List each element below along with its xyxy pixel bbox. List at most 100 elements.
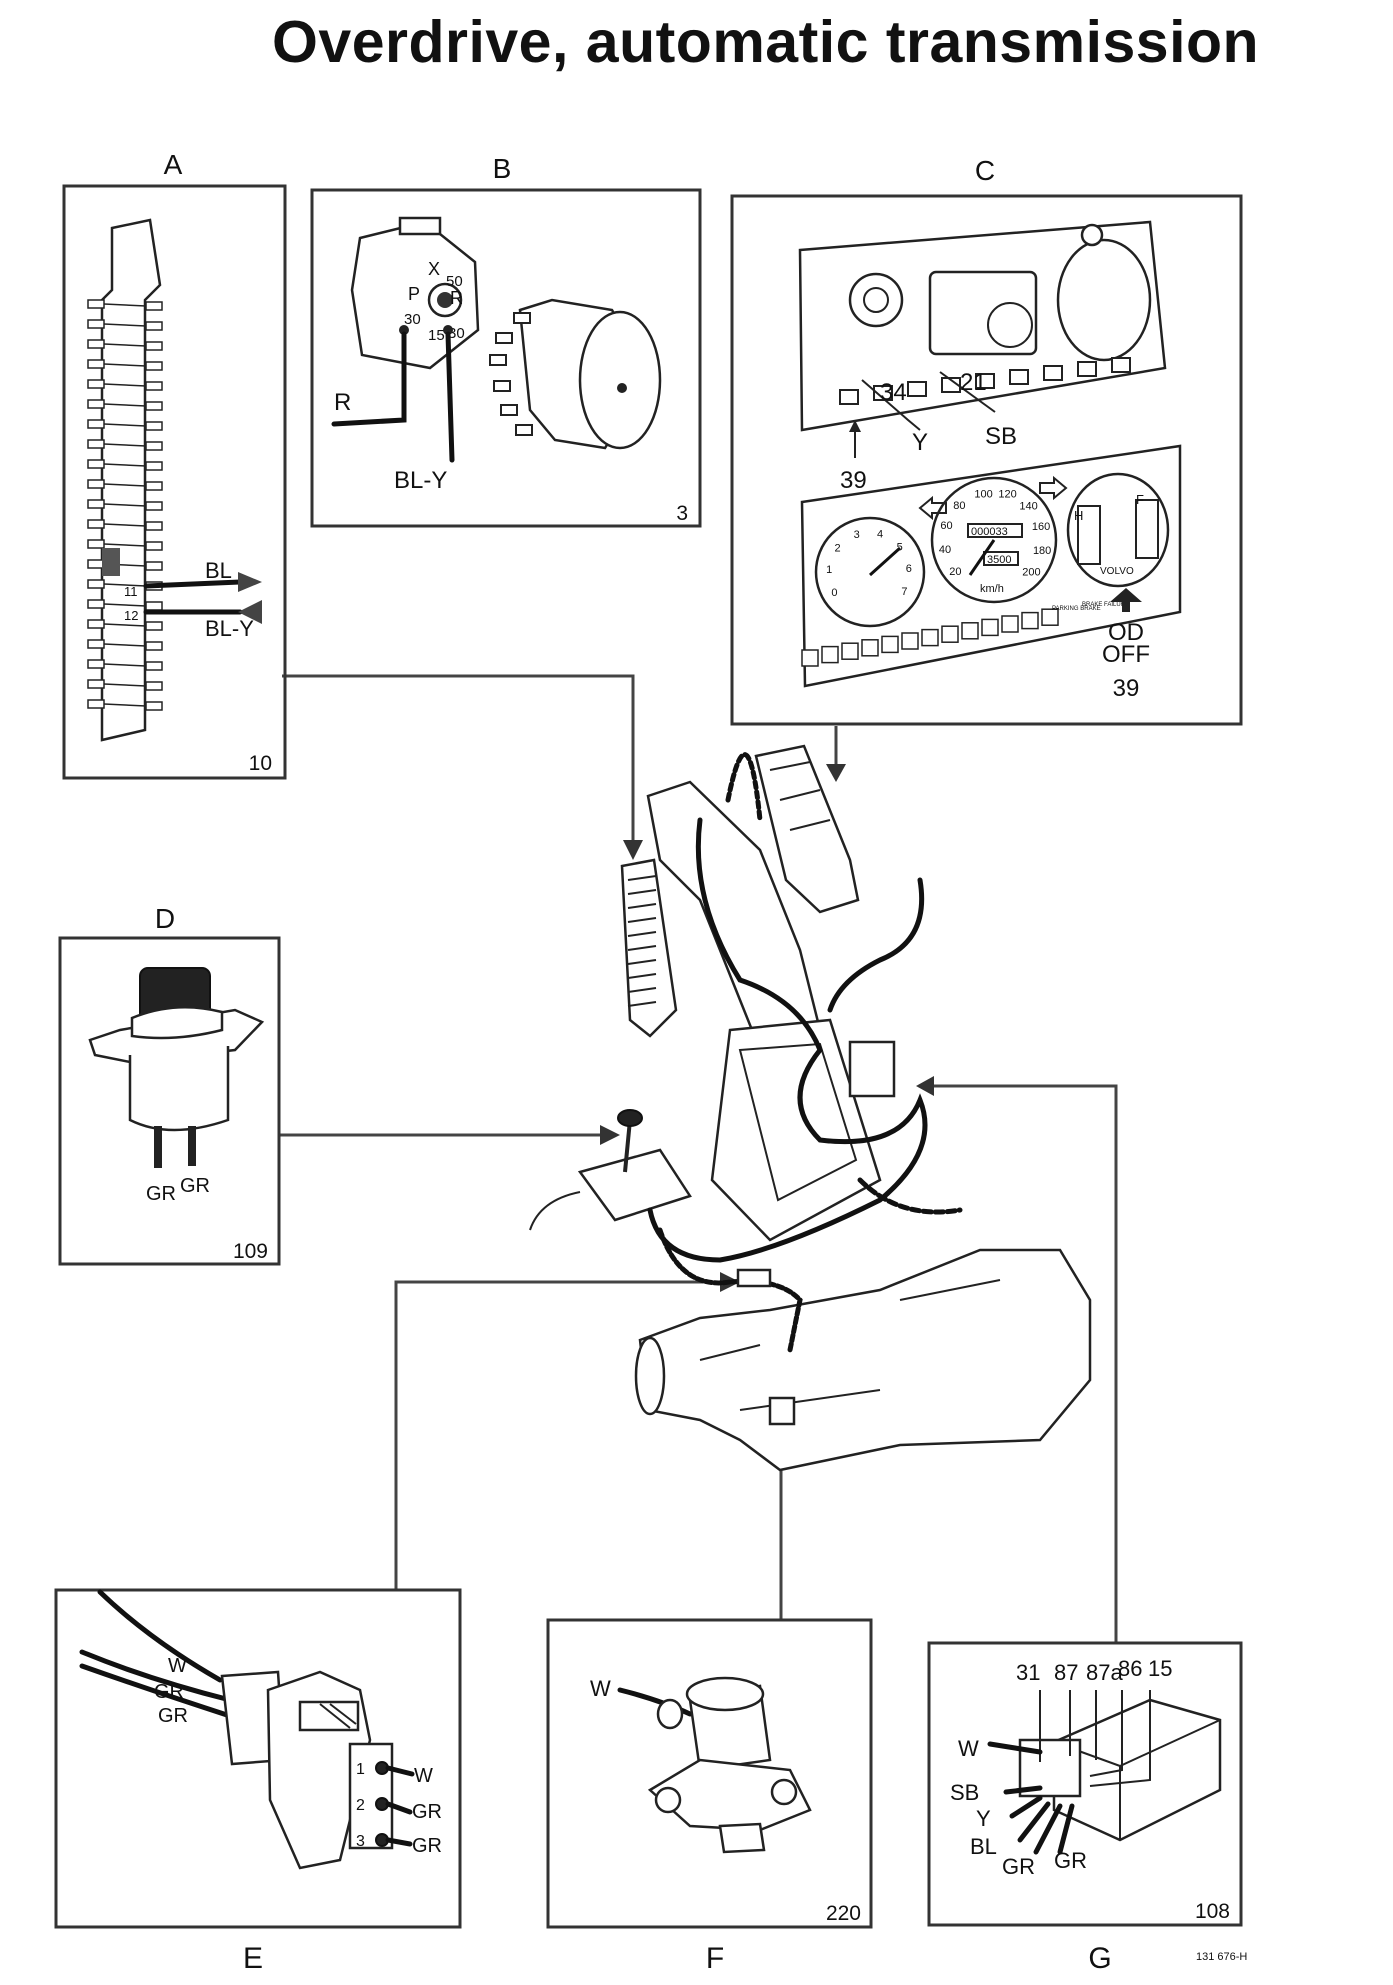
svg-text:50: 50 (446, 273, 463, 290)
wire-label-gr-2: GR (1054, 1848, 1087, 1873)
panel-a-letter: A (164, 149, 183, 180)
wire-label-y: Y (976, 1806, 991, 1831)
reference-code: 131 676-H (1196, 1951, 1247, 1963)
wire-label-bl-y: BL-Y (205, 616, 254, 641)
tach-tick-label: 2 (834, 542, 840, 554)
speed-tick-label: 100 (974, 488, 992, 500)
wire-num-39: 39 (840, 467, 867, 494)
tach-tick-label: 3 (854, 529, 860, 541)
center-console (710, 1018, 882, 1242)
od-solenoid (647, 1676, 812, 1854)
tach-tick-label: 4 (877, 529, 883, 541)
svg-text:15: 15 (428, 327, 445, 344)
transmission (638, 1248, 1092, 1472)
speed-tick-label: 160 (1032, 521, 1050, 533)
fuse-pin-11: 11 (124, 584, 138, 599)
panel-a: A 10 11 12 BL BL-Y (62, 149, 287, 780)
wire-label-gr-1: GR (1002, 1854, 1035, 1879)
speed-tick-label: 200 (1022, 566, 1040, 578)
wire-label-gr-in-1: GR (154, 1681, 184, 1703)
speed-tick-label: 80 (953, 500, 965, 512)
pin-3: 3 (356, 1833, 365, 1850)
trip-reading: 3500 (987, 554, 1011, 566)
od-label: OD (1108, 619, 1144, 646)
wire-label-gr-out-1: GR (412, 1801, 442, 1823)
od-relay (1018, 1690, 1222, 1842)
fuse-box (87, 218, 163, 742)
panel-c-letter: C (975, 155, 995, 186)
wire-label-bl-y: BL-Y (394, 467, 447, 494)
panel-f: F 220 W (546, 1618, 873, 1975)
wire-label-bl: BL (970, 1834, 997, 1859)
wire-label-sb: SB (985, 423, 1017, 450)
panel-b-letter: B (493, 153, 512, 184)
speed-tick-label: 20 (949, 566, 961, 578)
center-assembly (529, 744, 1092, 1472)
panel-d-letter: D (155, 903, 175, 934)
panel-b: B 3 X 50 P R 30 15 30 R BL-Y (310, 153, 702, 528)
tach-tick-label: 7 (901, 586, 907, 598)
wire-label-sb: SB (950, 1780, 979, 1805)
svg-text:P: P (408, 284, 420, 304)
gear-selector (577, 1148, 692, 1222)
wire-label-gr-in-2: GR (158, 1705, 188, 1727)
speed-tick-label: 120 (998, 489, 1016, 501)
pin-1: 1 (356, 1761, 365, 1778)
svg-text:F: F (1136, 492, 1144, 507)
tach-tick-label: 6 (906, 563, 912, 575)
ignition-switch: X 50 P R 30 15 30 (350, 216, 480, 370)
panel-g-number: 108 (1195, 1900, 1230, 1923)
connector-lines (280, 674, 1118, 1643)
wire-label-w-in: W (168, 1655, 187, 1677)
pin-2: 2 (356, 1797, 365, 1814)
wire-label-gr-2: GR (180, 1175, 210, 1197)
panel-d-number: 109 (233, 1240, 268, 1263)
tachometer (814, 516, 926, 628)
od-switch (88, 967, 265, 1168)
panel-g: G 108 31 87 87a 86 15 W SB Y BL GR GR (927, 1641, 1243, 1975)
page-title: Overdrive, automatic transmission (272, 9, 1260, 75)
instrument-back (798, 220, 1167, 432)
brand-label: VOLVO (1100, 566, 1134, 577)
wire-label-gr-1: GR (146, 1183, 176, 1205)
svg-text:X: X (428, 259, 440, 279)
speed-unit: km/h (980, 583, 1004, 595)
svg-text:BRAKE FAILURE: BRAKE FAILURE (1082, 602, 1129, 608)
panel-f-letter: F (706, 1942, 724, 1975)
connector-e (220, 1670, 394, 1870)
panel-a-number: 10 (249, 752, 272, 775)
terminal-87: 87 (1054, 1660, 1078, 1685)
svg-text:R: R (450, 288, 463, 308)
terminal-87a: 87a (1086, 1660, 1123, 1685)
panel-d: D 109 GR GR (58, 903, 281, 1266)
wire-num-34: 34 (880, 379, 907, 406)
relay-center (848, 1040, 896, 1098)
speed-tick-label: 180 (1033, 545, 1051, 557)
speed-tick-label: 40 (939, 544, 951, 556)
wire-num-21: 21 (960, 369, 987, 396)
tach-tick-label: 5 (897, 541, 903, 553)
terminal-31: 31 (1016, 1660, 1040, 1685)
wire-label-r: R (334, 389, 351, 416)
svg-text:H: H (1074, 508, 1083, 523)
wire-label-y: Y (912, 429, 928, 456)
fuse-pin-12: 12 (124, 608, 138, 623)
panel-f-number: 220 (826, 1902, 861, 1925)
svg-text:30: 30 (404, 311, 421, 328)
off-label: OFF (1102, 641, 1150, 668)
speed-tick-label: 60 (940, 520, 952, 532)
tach-tick-label: 1 (826, 564, 832, 576)
terminal-15: 15 (1148, 1656, 1172, 1681)
panel-e: E W GR GR 1 2 3 W GR GR (54, 1588, 462, 1975)
tach-tick-label: 0 (831, 587, 837, 599)
odometer-reading: 000033 (971, 526, 1008, 538)
wire-label-bl: BL (205, 558, 232, 583)
panel-c-number: 39 (1113, 675, 1140, 702)
wire-label-gr-out-2: GR (412, 1835, 442, 1857)
panel-g-letter: G (1088, 1942, 1111, 1975)
wire-label-w: W (590, 1676, 611, 1701)
switch-body (489, 298, 662, 450)
